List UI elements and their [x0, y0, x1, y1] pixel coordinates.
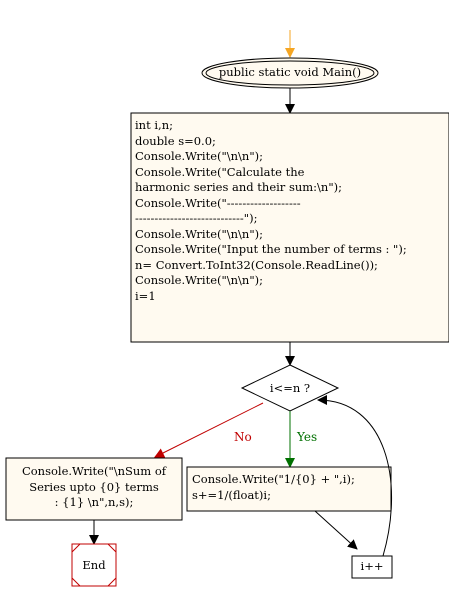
main-label: public static void Main(): [218, 65, 362, 79]
sum-block-text: Console.Write("\nSum of Series upto {0} …: [6, 464, 182, 511]
loop-block-text: Console.Write("1/{0} + ",i); s+=1/(float…: [192, 472, 355, 503]
sum-line: Series upto {0} terms: [29, 479, 159, 494]
init-line: Console.Write("\n\n");: [135, 149, 263, 163]
no-label: No: [234, 430, 252, 444]
init-block-text: int i,n; double s=0.0; Console.Write("\n…: [135, 118, 407, 304]
edge-loop-to-increment: [314, 510, 358, 550]
loop-box: [186, 466, 392, 512]
init-line: Console.Write("\n\n");: [135, 273, 263, 287]
init-box: [130, 112, 449, 343]
init-line: i=1: [135, 288, 156, 303]
init-line: Console.Write("Input the number of terms…: [135, 242, 407, 256]
init-line: double s=0.0;: [135, 133, 216, 148]
sum-box: [5, 457, 183, 521]
loop-line: s+=1/(float)i;: [192, 487, 271, 502]
sum-line: : {1} \n",n,s);: [54, 495, 134, 509]
end-node: [71, 543, 117, 587]
edge-increment-to-decision: [317, 395, 393, 557]
loop-line: Console.Write("1/{0} + ",i);: [192, 472, 355, 486]
init-line: ----------------------------");: [135, 211, 258, 225]
init-line: int i,n;: [135, 118, 173, 132]
init-line: harmonic series and their sum:\n");: [135, 180, 342, 194]
sum-line: Console.Write("\nSum of: [21, 464, 167, 478]
increment-box: [351, 555, 393, 579]
init-line: Console.Write("\n\n");: [135, 226, 263, 241]
yes-label: Yes: [297, 430, 318, 444]
init-line: Console.Write("-------------------: [135, 195, 301, 210]
init-line: n= Convert.ToInt32(Console.ReadLine());: [135, 257, 378, 272]
init-line: Console.Write("Calculate the: [135, 164, 305, 179]
edge-no: [154, 402, 264, 458]
end-label: End: [82, 558, 106, 572]
decision-label: i<=n ?: [269, 381, 311, 395]
increment-label: i++: [360, 559, 384, 573]
